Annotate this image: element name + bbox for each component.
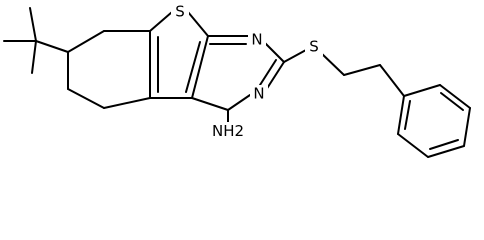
- bond-ph-c1-c2: [403, 84, 441, 97]
- phenethylthio-chain: [283, 49, 405, 97]
- bond-ph-c5-c6: [397, 133, 429, 158]
- bond-s-c9a: [187, 11, 209, 37]
- bond-c9a-c4a-double: [185, 41, 201, 93]
- bond-tbu-c-methyl-lower: [31, 40, 37, 74]
- bond-c8a-s: [149, 11, 173, 32]
- bond-ph-c6-c1-double: [404, 100, 411, 130]
- cyclohexene-ring: [67, 30, 151, 109]
- bond-ch2-phenyl: [379, 64, 405, 97]
- nitrogen-lower-label: N: [253, 85, 264, 103]
- molecule-structure-diagram: S N N S NH2: [3, 3, 471, 158]
- amine-nh-text: NH2: [212, 122, 244, 140]
- bond-tbu-c-methyl-upper: [29, 7, 37, 42]
- thiophene-ring: [149, 11, 209, 99]
- bond-ph-c2-c3-double: [440, 92, 464, 111]
- bond-s-ch2: [319, 51, 345, 76]
- amine-label: NH2: [212, 122, 244, 140]
- pyrimidine-ring: [185, 35, 285, 123]
- bond-ph-c3-c4: [463, 107, 471, 147]
- tert-butyl-group: [3, 7, 69, 74]
- atom-labels: S N N S NH2: [171, 3, 323, 140]
- nitrogen-upper-label: N: [251, 31, 262, 49]
- bond-c4-c4a: [191, 97, 229, 111]
- phenyl-ring: [397, 84, 471, 158]
- bond-ph-c4-c5-double: [429, 139, 459, 150]
- bond-c6-c5: [67, 88, 105, 109]
- bond-n3-c4: [227, 94, 251, 111]
- bond-ph-c6-c1: [397, 95, 405, 135]
- bond-c2-s: [283, 49, 307, 63]
- bond-c5-c4b: [103, 97, 151, 109]
- bond-c9a-c4a: [191, 35, 209, 99]
- bond-tbu-c-ring: [35, 40, 69, 53]
- bond-c2-n3-double: [259, 59, 277, 86]
- bond-ph-c4-c5: [427, 145, 465, 158]
- bond-ph-c2-c3: [439, 84, 471, 109]
- sulfur-thioether-label: S: [309, 38, 319, 56]
- sulfur-ring-label: S: [175, 3, 185, 21]
- bond-ch2-ch2: [343, 64, 381, 76]
- bond-c7-c8: [67, 30, 105, 53]
- bond-c2-n3: [265, 61, 285, 91]
